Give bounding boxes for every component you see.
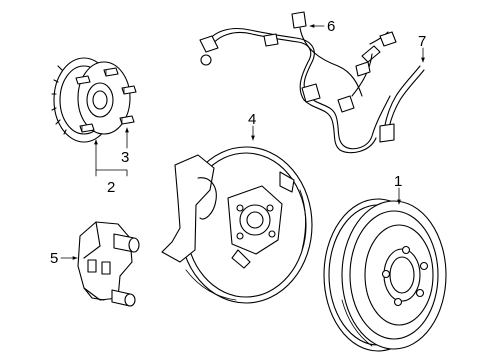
abs-sensor-harness-part bbox=[199, 11, 391, 154]
callout-6: 6 bbox=[327, 18, 335, 35]
callout-5: 5 bbox=[50, 250, 58, 267]
callout-3: 3 bbox=[121, 149, 129, 166]
callout-7: 7 bbox=[418, 33, 426, 50]
callout-1: 1 bbox=[394, 173, 402, 190]
leader-lines bbox=[60, 24, 425, 260]
callout-2: 2 bbox=[107, 179, 115, 196]
caliper-part bbox=[77, 221, 140, 307]
brake-drum-part bbox=[323, 198, 447, 352]
leader-2-bracket bbox=[95, 169, 128, 177]
brake-hose-part bbox=[379, 31, 425, 143]
backing-plate-part bbox=[161, 146, 313, 304]
hub-bearing-part bbox=[51, 57, 137, 143]
callout-4: 4 bbox=[248, 111, 256, 128]
